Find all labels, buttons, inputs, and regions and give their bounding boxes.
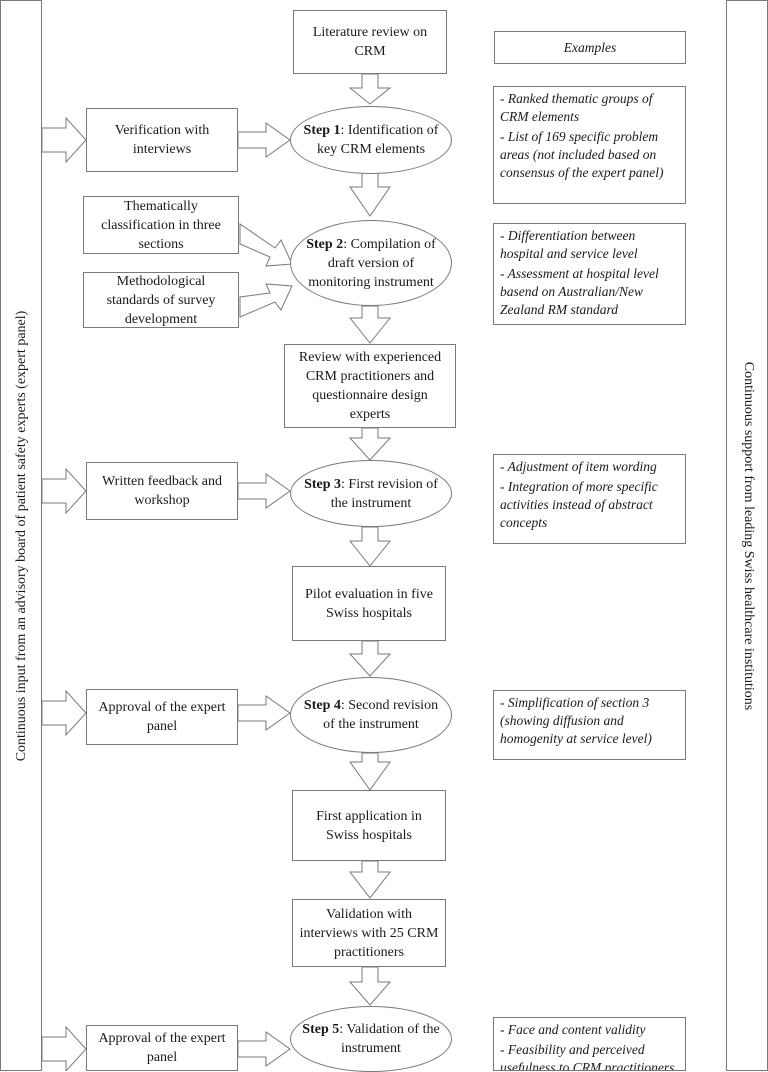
- verification-box: Verification with interviews: [86, 108, 238, 172]
- step3-text: : First revision of the instrument: [330, 476, 438, 511]
- down-arrow-6: [348, 640, 392, 677]
- approval-box-1: Approval of the expert panel: [86, 689, 238, 745]
- first-application-box: First application in Swiss hospitals: [292, 790, 446, 861]
- step2-ellipse: Step 2: Compilation of draft version of …: [290, 220, 452, 306]
- step3-label: Step 3: [304, 476, 342, 492]
- step2-text: : Compilation of draft version of monito…: [308, 236, 436, 290]
- approval-box-2: Approval of the expert panel: [86, 1025, 238, 1071]
- example-item: - Ranked thematic groups of CRM elements: [500, 91, 653, 124]
- validation-interviews-box: Validation with interviews with 25 CRM p…: [292, 899, 446, 967]
- examples-step5: - Face and content validity - Feasibilit…: [493, 1017, 686, 1071]
- example-item: - Feasibility and perceived usefulness t…: [500, 1042, 675, 1071]
- example-item: - Face and content validity: [500, 1022, 646, 1037]
- right-arrow-2: [237, 473, 291, 509]
- step3-ellipse: Step 3: First revision of the instrument: [290, 460, 452, 527]
- down-arrow-9: [348, 966, 392, 1006]
- side-arrow-2: [41, 467, 87, 515]
- step4-label: Step 4: [303, 698, 341, 713]
- down-arrow-5: [348, 526, 392, 567]
- step4-text: : Second revision of the instrument: [323, 698, 439, 732]
- review-box: Review with experienced CRM practitioner…: [284, 344, 456, 428]
- step5-text: : Validation of the instrument: [339, 1022, 440, 1056]
- examples-header: Examples: [494, 31, 686, 64]
- example-item: - List of 169 specific problem areas (no…: [500, 129, 664, 180]
- examples-step1: - Ranked thematic groups of CRM elements…: [493, 86, 686, 204]
- side-arrow-1: [41, 116, 87, 164]
- side-arrow-4: [41, 1025, 87, 1071]
- examples-step3: - Adjustment of item wording - Integrati…: [493, 454, 686, 544]
- examples-step4: - Simplification of section 3 (showing d…: [493, 690, 686, 760]
- written-feedback-box: Written feedback and workshop: [86, 462, 238, 520]
- right-arrow-1: [237, 122, 291, 158]
- example-item: - Differentiation between hospital and s…: [500, 228, 638, 261]
- example-item: - Assessment at hospital level basend on…: [500, 266, 659, 317]
- example-item: - Simplification of section 3 (showing d…: [500, 695, 652, 746]
- down-arrow-7: [349, 752, 391, 791]
- step4-ellipse: Step 4: Second revision of the instrumen…: [290, 677, 452, 753]
- down-arrow-2: [349, 167, 391, 217]
- step1-text: : Identification of key CRM elements: [316, 123, 439, 157]
- examples-step2: - Differentiation between hospital and s…: [493, 223, 686, 325]
- down-arrow-3: [348, 305, 392, 344]
- left-panel: Continuous input from an advisory board …: [0, 0, 42, 1071]
- right-panel: Continuous support from leading Swiss he…: [726, 0, 768, 1071]
- step5-label: Step 5: [302, 1022, 340, 1037]
- right-arrow-3: [237, 695, 291, 731]
- step1-ellipse: Step 1: Identification of key CRM elemen…: [290, 106, 452, 174]
- diagonal-arrow-1: [239, 223, 293, 267]
- literature-review-box: Literature review on CRM: [293, 10, 447, 74]
- down-arrow-1: [348, 73, 392, 105]
- methodological-standards-box: Methodological standards of survey devel…: [83, 272, 239, 328]
- thematic-classification-box: Thematically classification in three sec…: [83, 196, 239, 254]
- step2-label: Step 2: [306, 236, 344, 252]
- step5-ellipse: Step 5: Validation of the instrument: [290, 1006, 452, 1072]
- right-arrow-4: [237, 1031, 291, 1067]
- down-arrow-4: [348, 427, 392, 461]
- diagonal-arrow-2: [239, 283, 293, 318]
- side-arrow-3: [41, 689, 87, 737]
- down-arrow-8: [348, 860, 392, 899]
- step1-label: Step 1: [303, 123, 341, 138]
- example-item: - Integration of more specific activitie…: [500, 479, 658, 530]
- pilot-evaluation-box: Pilot evaluation in five Swiss hospitals: [292, 566, 446, 641]
- example-item: - Adjustment of item wording: [500, 459, 657, 474]
